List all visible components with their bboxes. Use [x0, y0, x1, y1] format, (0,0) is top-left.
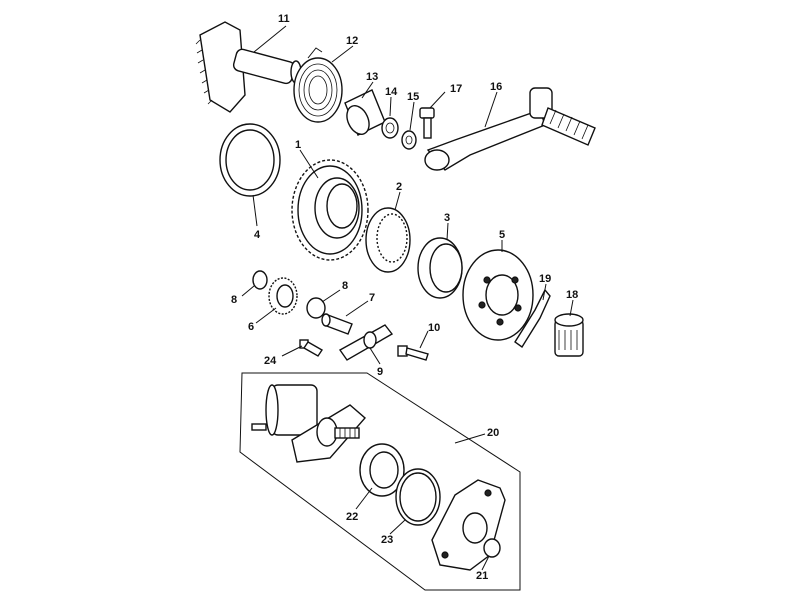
part-6-small-gear	[268, 277, 298, 315]
part-11-kickstart-shaft	[195, 21, 302, 113]
part-17-bolt	[419, 107, 435, 139]
leader-lines	[241, 25, 574, 571]
callout-14: 14	[385, 86, 398, 98]
part-15-washer-hole	[405, 135, 413, 145]
callout-19: 19	[539, 273, 551, 285]
part-15-washer	[401, 130, 417, 150]
callout-5: 5	[499, 229, 505, 241]
part-10-bolt	[397, 345, 429, 361]
callout-4: 4	[254, 229, 261, 241]
callout-10: 10	[428, 322, 440, 334]
callout-22: 22	[346, 511, 358, 523]
callout-7: 7	[369, 292, 375, 304]
callout-11: 11	[278, 13, 290, 25]
part-1-starter-gear	[291, 159, 369, 261]
part-3-ring	[417, 237, 463, 299]
callout-6: 6	[248, 321, 254, 333]
part-14-washer	[381, 117, 399, 139]
part-21-small-o-ring	[483, 538, 501, 558]
part-5-clutch-housing	[462, 249, 534, 341]
part-4-gasket	[219, 123, 281, 197]
callout-labels: 11 12 13 14 15 17 16 1 2 3 4 5 19 18 8 8…	[231, 13, 578, 582]
part-12-return-spring	[293, 47, 343, 123]
part-16-kickstart-lever	[424, 87, 596, 171]
part-20-assembly-frame	[239, 372, 521, 591]
callout-20: 20	[487, 427, 499, 439]
part-2-one-way-clutch	[365, 207, 411, 273]
part-23-o-ring	[395, 468, 441, 526]
part-7-pin	[321, 313, 353, 335]
part-18-pinion	[554, 313, 584, 357]
callout-12: 12	[346, 35, 358, 47]
part-8-washer-upper	[252, 270, 268, 290]
part-22-brush-plate	[359, 443, 405, 497]
part-8-washer-lower	[306, 297, 326, 319]
callout-9: 9	[377, 366, 383, 378]
callout-15: 15	[407, 91, 419, 103]
callout-17: 17	[450, 83, 462, 95]
part-14-washer-hole	[385, 122, 395, 134]
part-13-sleeve	[344, 89, 386, 136]
callout-24: 24	[264, 355, 277, 367]
part-9-bracket-plate	[338, 324, 394, 361]
callout-23: 23	[381, 534, 393, 546]
callout-16: 16	[490, 81, 502, 93]
callout-8b: 8	[342, 280, 348, 292]
part-19-spring-clip	[514, 288, 551, 349]
callout-2: 2	[396, 181, 402, 193]
callout-18: 18	[566, 289, 578, 301]
callout-3: 3	[444, 212, 450, 224]
callout-13: 13	[366, 71, 378, 83]
callout-1: 1	[295, 139, 301, 151]
callout-21: 21	[476, 570, 488, 582]
part-24-bolt	[299, 339, 323, 357]
callout-8a: 8	[231, 294, 237, 306]
starter-motor	[251, 384, 366, 463]
